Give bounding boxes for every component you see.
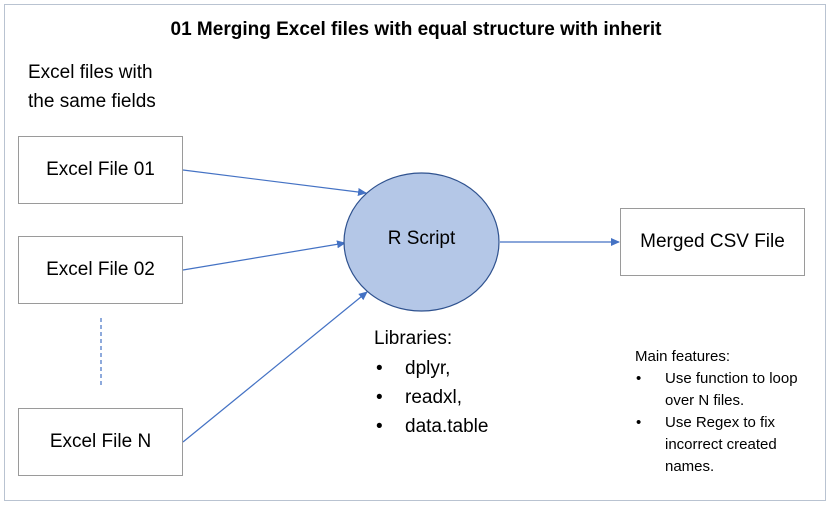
- excel-file-n-box: Excel File N: [18, 408, 183, 476]
- features-heading: Main features:: [635, 348, 731, 365]
- inputs-note-line-1: Excel files with: [28, 62, 153, 83]
- r-script-node: [343, 172, 500, 312]
- excel-file-02-box: Excel File 02: [18, 236, 183, 304]
- diagram-frame: [4, 4, 826, 501]
- features-list: Use function to loop over N files. Use R…: [635, 368, 815, 478]
- r-script-label: R Script: [387, 228, 456, 249]
- diagram-title: 01 Merging Excel files with equal struct…: [170, 19, 662, 40]
- library-item: dplyr,: [374, 354, 488, 383]
- libraries-heading: Libraries:: [374, 328, 453, 349]
- excel-file-01-label: Excel File 01: [46, 159, 155, 180]
- arrow-file01-to-script: [182, 169, 367, 196]
- inputs-note: Excel files with the same fields: [28, 58, 156, 116]
- feature-item: Use function to loop over N files.: [635, 368, 815, 412]
- excel-file-02-label: Excel File 02: [46, 259, 155, 280]
- excel-file-01-box: Excel File 01: [18, 136, 183, 204]
- inputs-note-line-2: the same fields: [28, 91, 156, 112]
- library-item: readxl,: [374, 383, 488, 412]
- library-item: data.table: [374, 412, 488, 441]
- libraries-block: Libraries: dplyr, readxl, data.table: [374, 328, 488, 441]
- features-block: Main features: Use function to loop over…: [635, 348, 815, 478]
- arrow-file02-to-script: [182, 240, 346, 271]
- libraries-list: dplyr, readxl, data.table: [374, 354, 488, 441]
- arrow-fileN-to-script: [182, 291, 368, 443]
- feature-item: Use Regex to fix incorrect created names…: [635, 412, 815, 478]
- excel-file-n-label: Excel File N: [49, 431, 152, 452]
- merged-csv-box: Merged CSV File: [620, 208, 805, 276]
- merged-csv-label: Merged CSV File: [640, 231, 785, 252]
